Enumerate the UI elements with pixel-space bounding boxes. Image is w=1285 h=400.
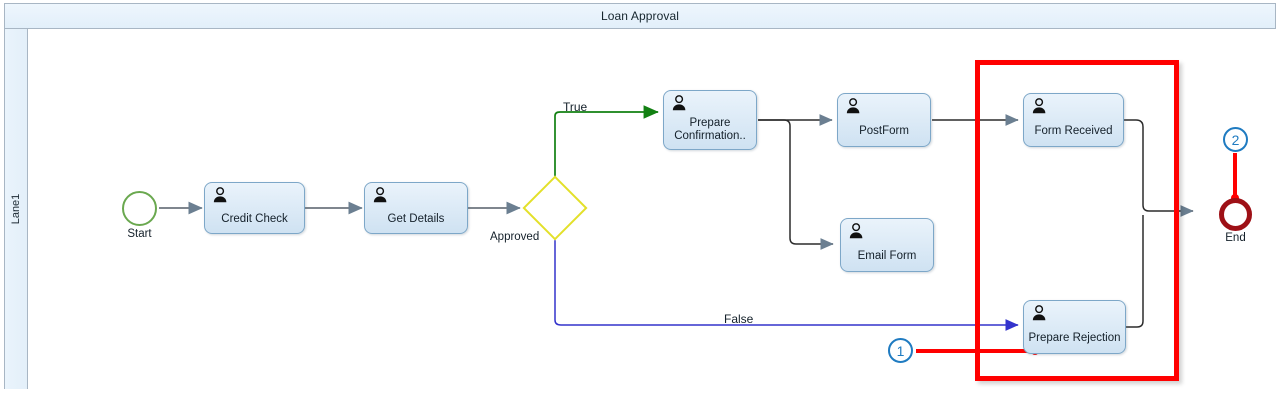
user-icon: [1032, 305, 1046, 321]
start-event-label: Start: [127, 228, 152, 240]
flow-prepare-rejection-to-end: [1126, 215, 1144, 328]
lane-header: Lane1: [5, 29, 28, 389]
highlight-region-rectangle: [975, 60, 1179, 381]
user-icon: [213, 187, 227, 203]
task-get-details[interactable]: Get Details: [364, 182, 468, 234]
task-prepare-confirmation[interactable]: Prepare Confirmation..: [663, 90, 757, 150]
task-label: PostForm: [859, 124, 909, 137]
task-label: Prepare Confirmation..: [674, 117, 746, 142]
flow-label-false: False: [724, 312, 754, 326]
task-label: Credit Check: [221, 212, 288, 225]
gateway-label: Approved: [490, 231, 540, 243]
flow-form-received-to-end: [1124, 119, 1194, 217]
flow-true-to-prepare-confirmation: [554, 105, 659, 180]
user-icon: [1032, 98, 1046, 114]
task-form-received[interactable]: Form Received: [1023, 93, 1124, 147]
task-label: Get Details: [387, 212, 445, 225]
annotation-badge-2: 2: [1223, 127, 1248, 152]
page-title: Loan Approval: [600, 9, 680, 23]
task-email-form[interactable]: Email Form: [840, 218, 934, 272]
flow-label-true: True: [563, 100, 588, 114]
user-icon: [846, 98, 860, 114]
process-pool: Loan Approval Lane1: [4, 3, 1276, 389]
annotation-badge-1: 1: [888, 338, 913, 363]
end-event-label: End: [1225, 232, 1246, 244]
user-icon: [373, 187, 387, 203]
start-event[interactable]: [122, 191, 157, 226]
user-icon: [672, 95, 686, 111]
pool-title-bar: Loan Approval: [5, 4, 1275, 29]
task-label: Prepare Rejection: [1028, 331, 1121, 344]
task-label: Email Form: [857, 249, 917, 262]
flow-false-to-prepare-rejection: [554, 236, 1019, 331]
task-label: Form Received: [1034, 124, 1113, 137]
task-credit-check[interactable]: Credit Check: [204, 182, 305, 234]
flow-prepare-confirmation-to-email-form: [758, 119, 834, 250]
end-event[interactable]: [1219, 198, 1252, 231]
user-icon: [849, 223, 863, 239]
task-postform[interactable]: PostForm: [837, 93, 931, 147]
task-prepare-rejection[interactable]: Prepare Rejection: [1023, 300, 1126, 354]
